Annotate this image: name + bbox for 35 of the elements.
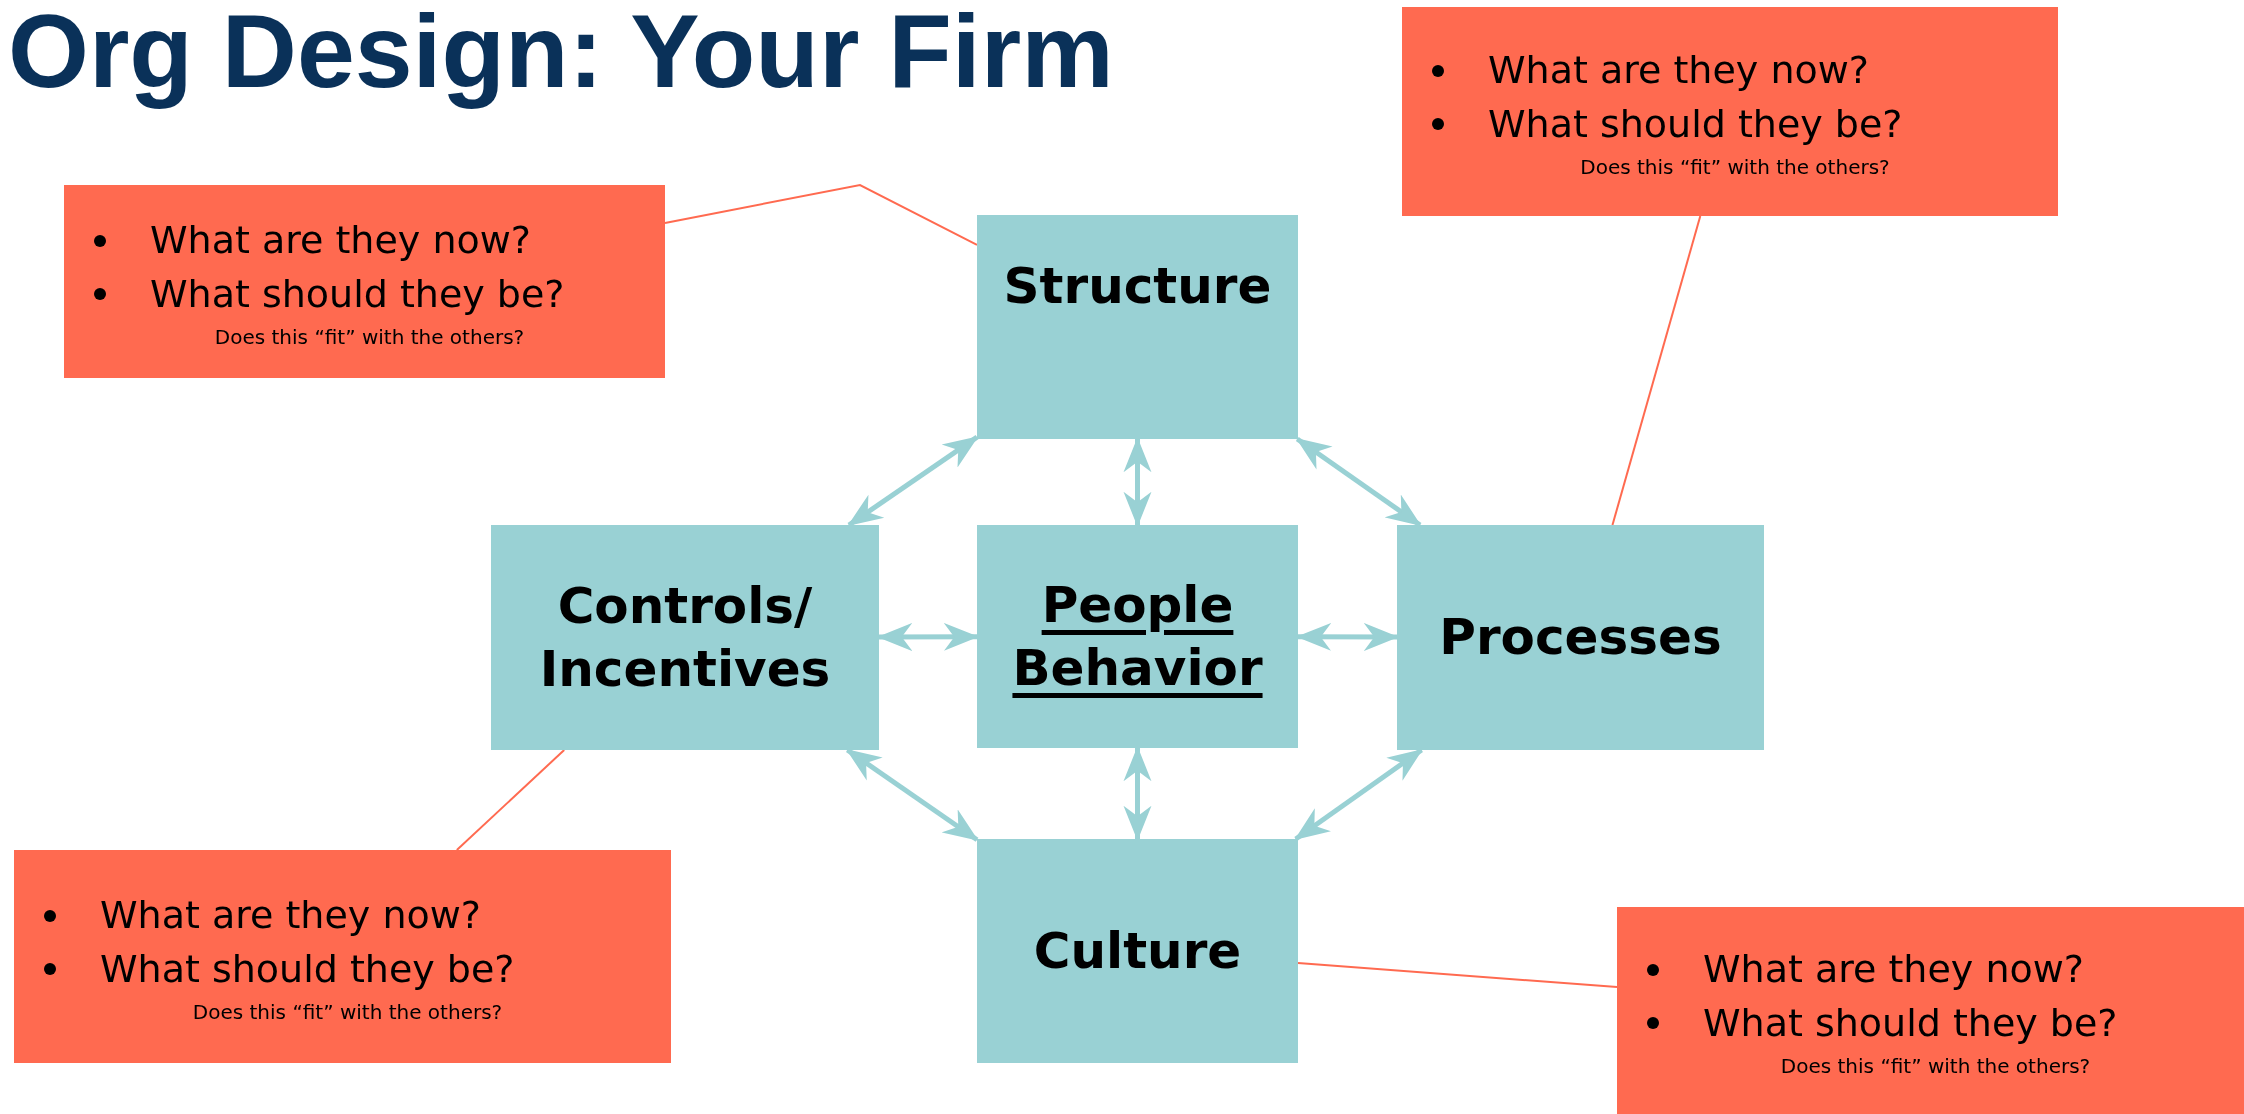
leader-line bbox=[1297, 962, 1618, 988]
leader-line bbox=[455, 749, 566, 851]
double-arrow bbox=[847, 435, 979, 528]
double-arrow bbox=[1123, 746, 1152, 841]
element-box bbox=[1397, 525, 1764, 750]
callout-box bbox=[14, 850, 671, 1063]
bullet-question: What should they be? bbox=[100, 945, 515, 993]
note: Does this “fit” with the others? bbox=[213, 324, 526, 349]
bullet-question: What are they now? bbox=[100, 892, 481, 940]
bullet-question: What are they now? bbox=[1703, 946, 2084, 994]
box-label: Processes bbox=[1439, 607, 1722, 669]
title: Org Design: Your Firm bbox=[8, 0, 1114, 111]
element-box bbox=[977, 839, 1298, 1063]
double-arrow bbox=[1123, 437, 1152, 527]
note: Does this “fit” with the others? bbox=[191, 999, 504, 1024]
box-label: Culture bbox=[1033, 920, 1242, 982]
note: Does this “fit” with the others? bbox=[1779, 1053, 2092, 1078]
box-label: Controls/ Incentives bbox=[538, 576, 832, 700]
bullet-question: What should they be? bbox=[1488, 100, 1903, 148]
double-arrow bbox=[1295, 436, 1422, 528]
note: Does this “fit” with the others? bbox=[1579, 154, 1891, 179]
callout-box bbox=[64, 185, 665, 378]
callout-box bbox=[1402, 7, 2058, 216]
box-label: Structure bbox=[1003, 256, 1272, 317]
callout-box bbox=[1617, 907, 2244, 1114]
box-label: People Behavior bbox=[1011, 575, 1264, 699]
element-box bbox=[977, 525, 1298, 748]
leader-line bbox=[1611, 215, 1702, 526]
bullet-question: What should they be? bbox=[1703, 999, 2118, 1047]
bullet-question: What are they now? bbox=[150, 217, 531, 265]
bullet-question: What are they now? bbox=[1488, 47, 1869, 95]
bullet-question: What should they be? bbox=[150, 270, 565, 318]
leader-line bbox=[664, 183, 978, 246]
element-box bbox=[977, 215, 1298, 439]
element-box bbox=[491, 525, 879, 750]
